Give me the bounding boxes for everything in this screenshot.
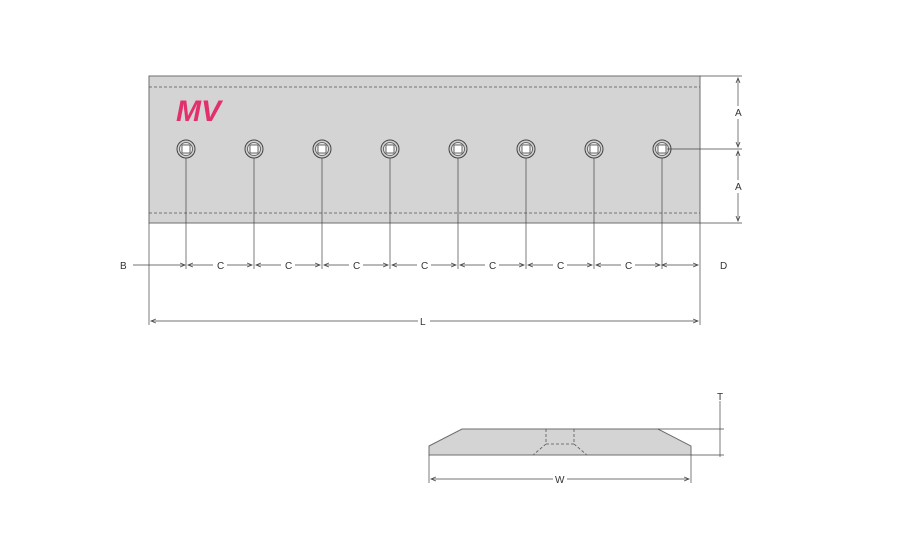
square-bolt-hole: [385, 144, 395, 154]
dim-label-c: C: [421, 261, 428, 272]
dim-label-c-bg: [417, 258, 431, 272]
dim-label-c: C: [217, 261, 224, 272]
square-bolt-hole: [181, 144, 191, 154]
square-bolt-hole: [317, 144, 327, 154]
dim-label-c: C: [285, 261, 292, 272]
dim-label-c: C: [353, 261, 360, 272]
dimension-w-group: W: [428, 455, 692, 486]
dim-label-b: B: [120, 261, 127, 272]
dim-label-c-bg: [621, 258, 635, 272]
square-bolt-hole: [453, 144, 463, 154]
dim-label-a-bottom: A: [735, 182, 742, 193]
section-profile: [428, 428, 692, 456]
dimension-a-group: A A: [667, 75, 744, 224]
dim-label-t: T: [717, 392, 723, 403]
dimension-l-group: L: [151, 315, 698, 328]
section-countersink-left: [532, 443, 547, 456]
dim-label-c-bg: [485, 258, 499, 272]
dim-label-c-bg: [281, 258, 295, 272]
dim-label-c: C: [625, 261, 632, 272]
cross-section-view: [428, 428, 692, 456]
mv-logo: MV: [176, 95, 224, 128]
dim-label-c: C: [489, 261, 496, 272]
plate-top-view: MV: [148, 75, 701, 224]
square-bolt-hole: [589, 144, 599, 154]
square-bolt-hole: [249, 144, 259, 154]
square-bolt-hole: [657, 144, 667, 154]
hole-row: [176, 139, 672, 269]
dim-label-a-top: A: [735, 108, 742, 119]
dim-label-c: C: [557, 261, 564, 272]
dim-label-c-bg: [213, 258, 227, 272]
dim-label-c-bg: [349, 258, 363, 272]
dim-label-d: D: [720, 261, 727, 272]
plate-body: [148, 75, 701, 224]
dimension-t-group: T: [658, 392, 724, 457]
dim-label-c-bg: [553, 258, 567, 272]
dim-label-w: W: [555, 475, 565, 486]
dim-label-l: L: [420, 317, 426, 328]
section-countersink-right: [573, 443, 588, 456]
square-bolt-hole: [521, 144, 531, 154]
